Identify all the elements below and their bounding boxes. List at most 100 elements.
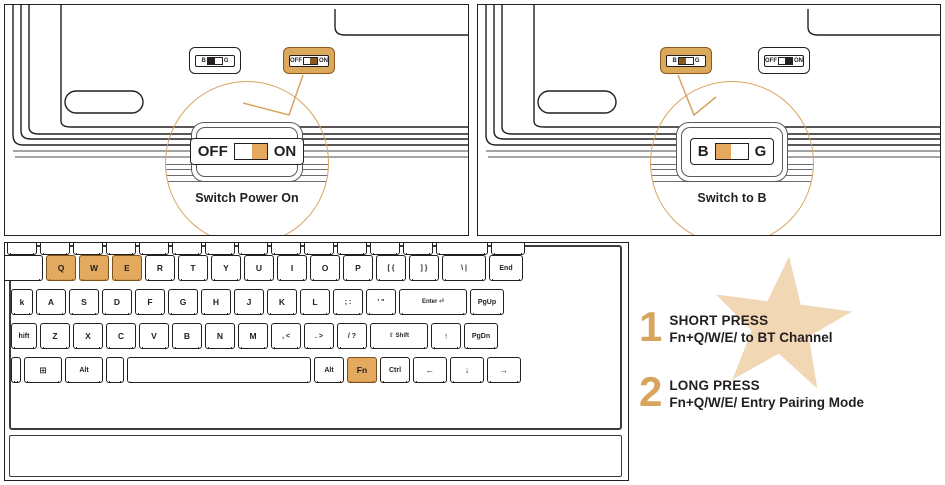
switch-bg-small-face: B G: [666, 54, 706, 67]
switch-bg-left-label: B: [201, 57, 206, 64]
step-2-number: 2: [639, 368, 663, 415]
key-blank[interactable]: [491, 243, 525, 255]
key-blank[interactable]: [73, 243, 103, 255]
key-skirt: [109, 253, 133, 254]
key-label: ↓: [464, 364, 470, 375]
key-[interactable]: [ {: [376, 255, 406, 281]
key-enter[interactable]: Enter ⏎: [399, 289, 467, 315]
key-t[interactable]: T: [178, 255, 208, 281]
key-alt[interactable]: Alt: [65, 357, 103, 383]
instruction-step-1: 1 SHORT PRESS Fn+Q/W/E/ to BT Channel: [639, 305, 833, 348]
switch-bg-magnified-face: B G: [689, 138, 775, 165]
key-l[interactable]: L: [300, 289, 330, 315]
key-m[interactable]: M: [238, 323, 268, 349]
key-blank[interactable]: [403, 243, 433, 255]
key-q[interactable]: Q: [46, 255, 76, 281]
key-f[interactable]: F: [135, 289, 165, 315]
key-e[interactable]: E: [112, 255, 142, 281]
key-shift[interactable]: ⇧ Shift: [370, 323, 428, 349]
key-k[interactable]: K: [267, 289, 297, 315]
key-blank[interactable]: [106, 243, 136, 255]
key-blank[interactable]: [127, 357, 311, 383]
key-blank[interactable]: [172, 243, 202, 255]
key-y[interactable]: Y: [211, 255, 241, 281]
key-g[interactable]: G: [168, 289, 198, 315]
key-[interactable]: ' ": [366, 289, 396, 315]
key-skirt: [14, 381, 18, 382]
key-u[interactable]: U: [244, 255, 274, 281]
key-label: ] }: [420, 264, 428, 272]
key-i[interactable]: I: [277, 255, 307, 281]
key-[interactable]: . >: [304, 323, 334, 349]
key-label: PgUp: [477, 298, 497, 306]
key-[interactable]: →: [487, 357, 521, 383]
key-d[interactable]: D: [102, 289, 132, 315]
switch-power-magnified[interactable]: OFF ON: [189, 121, 305, 182]
key-pgup[interactable]: PgUp: [470, 289, 504, 315]
key-blank[interactable]: [7, 243, 37, 255]
key-fn[interactable]: Fn: [347, 357, 377, 383]
key-[interactable]: ⊞: [24, 357, 62, 383]
key-c[interactable]: C: [106, 323, 136, 349]
step-2-text: LONG PRESS Fn+Q/W/E/ Entry Pairing Mode: [669, 375, 864, 412]
key-skirt: [175, 347, 199, 348]
key-blank[interactable]: [271, 243, 301, 255]
key-v[interactable]: V: [139, 323, 169, 349]
key-[interactable]: ] }: [409, 255, 439, 281]
key-n[interactable]: N: [205, 323, 235, 349]
key-h[interactable]: H: [201, 289, 231, 315]
key-ctrl[interactable]: Ctrl: [380, 357, 410, 383]
key-r[interactable]: R: [145, 255, 175, 281]
key-x[interactable]: X: [73, 323, 103, 349]
key-blank[interactable]: [337, 243, 367, 255]
key-blank[interactable]: [436, 243, 488, 255]
key-z[interactable]: Z: [40, 323, 70, 349]
key-hift[interactable]: hift: [11, 323, 37, 349]
key-b[interactable]: B: [172, 323, 202, 349]
key-blank[interactable]: [238, 243, 268, 255]
switch-power-small-highlighted[interactable]: OFF ON: [283, 47, 335, 74]
switch-bg-magnified[interactable]: B G: [676, 121, 788, 182]
key-label: \ |: [461, 264, 467, 272]
key-pgdn[interactable]: PgDn: [464, 323, 498, 349]
key-[interactable]: , <: [271, 323, 301, 349]
key-w[interactable]: W: [79, 255, 109, 281]
key-skirt: [82, 279, 106, 280]
switch-bg-small-power-panel[interactable]: B G: [189, 47, 241, 74]
key-s[interactable]: S: [69, 289, 99, 315]
key-j[interactable]: J: [234, 289, 264, 315]
magnifier-circle-channel: B G Switch to B: [650, 81, 814, 235]
key-blank[interactable]: [205, 243, 235, 255]
key-alt[interactable]: Alt: [314, 357, 344, 383]
key-[interactable]: ↑: [431, 323, 461, 349]
key-skirt: [383, 381, 407, 382]
key-o[interactable]: O: [310, 255, 340, 281]
switch-power-small-channel-panel[interactable]: OFF ON: [758, 47, 810, 74]
key-[interactable]: / ?: [337, 323, 367, 349]
key-blank[interactable]: [11, 357, 21, 383]
key-blank[interactable]: [139, 243, 169, 255]
key-blank[interactable]: [40, 243, 70, 255]
key-[interactable]: ←: [413, 357, 447, 383]
key-label: H: [212, 296, 220, 307]
switch-bg-small-highlighted[interactable]: B G: [660, 47, 712, 74]
key-[interactable]: ↓: [450, 357, 484, 383]
key-skirt: [138, 313, 162, 314]
key-k[interactable]: k: [11, 289, 33, 315]
switch-power-knob: [310, 57, 317, 64]
key-skirt: [406, 253, 430, 254]
key-blank[interactable]: [5, 255, 43, 281]
key-[interactable]: \ |: [442, 255, 486, 281]
key-p[interactable]: P: [343, 255, 373, 281]
key-skirt: [43, 347, 67, 348]
key-blank[interactable]: [304, 243, 334, 255]
key-end[interactable]: End: [489, 255, 523, 281]
step-1-detail: Fn+Q/W/E/ to BT Channel: [669, 329, 833, 345]
key-skirt: [373, 253, 397, 254]
key-blank[interactable]: [370, 243, 400, 255]
key-label: →: [499, 364, 509, 375]
key-a[interactable]: A: [36, 289, 66, 315]
key-[interactable]: ; :: [333, 289, 363, 315]
switch-power-knob: [785, 57, 792, 64]
key-blank[interactable]: [106, 357, 124, 383]
